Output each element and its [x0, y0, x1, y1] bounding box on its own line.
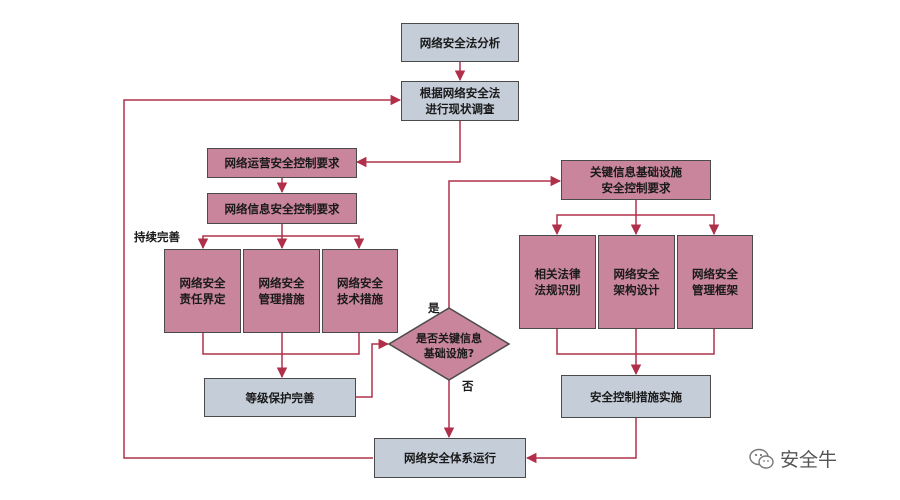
node-grade-protection: 等级保护完善 [204, 378, 356, 417]
node-responsibility: 网络安全 责任界定 [164, 249, 241, 333]
node-management-measures: 网络安全 管理措施 [243, 249, 320, 333]
node-analysis: 网络安全法分析 [401, 23, 519, 62]
wechat-icon [749, 448, 774, 469]
node-management-framework: 网络安全 管理框架 [677, 235, 753, 329]
node-architecture-design: 网络安全 架构设计 [598, 235, 675, 329]
node-implementation: 安全控制措施实施 [561, 375, 711, 418]
label-no: 否 [462, 379, 474, 393]
node-info-requirements: 网络信息安全控制要求 [207, 193, 357, 224]
label-continuous: 持续完善 [134, 230, 180, 244]
watermark-text: 安全牛 [780, 449, 838, 471]
label-yes: 是 [428, 301, 440, 315]
node-survey: 根据网络安全法 进行现状调查 [401, 81, 519, 121]
node-cii-requirements: 关键信息基础设施 安全控制要求 [561, 160, 711, 200]
node-technical-measures: 网络安全 技术措施 [322, 249, 398, 333]
node-law-identification: 相关法律 法规识别 [519, 235, 596, 329]
node-ops-requirements: 网络运营安全控制要求 [207, 148, 357, 178]
decision-label: 是否关键信息 基础设施? [416, 332, 482, 360]
decision-diamond [387, 307, 511, 381]
node-system-operation: 网络安全体系运行 [374, 438, 526, 478]
watermark: 安全牛 [748, 445, 837, 472]
